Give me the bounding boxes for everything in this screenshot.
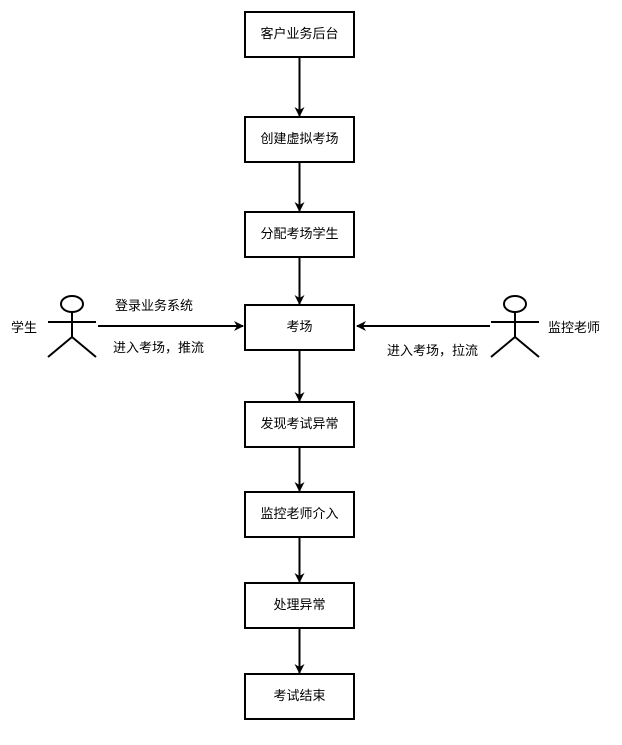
actor-student-leg-left — [47, 336, 73, 358]
node-box — [244, 304, 355, 351]
node-label: 客户业务后台 — [260, 26, 338, 42]
actor-teacher: 监控老师 — [490, 295, 600, 358]
node-n2: 创建虚拟考场 — [244, 116, 355, 163]
node-n1: 客户业务后台 — [244, 11, 355, 58]
node-box — [244, 211, 355, 258]
node-n6: 监控老师介入 — [244, 491, 355, 538]
node-label: 创建虚拟考场 — [260, 132, 338, 147]
actor-student-leg-right — [71, 336, 97, 358]
node-label: 监控老师介入 — [260, 507, 338, 522]
edge-student-label-below: 进入考场，推流 — [113, 341, 204, 356]
node-label: 发现考试异常 — [260, 416, 338, 432]
node-n5: 发现考试异常 — [244, 401, 355, 448]
actor-teacher-label: 监控老师 — [548, 321, 600, 336]
actor-teacher-head — [503, 295, 527, 313]
node-n8: 考试结束 — [244, 673, 355, 720]
node-n3: 分配考场学生 — [244, 211, 355, 258]
node-n7: 处理异常 — [244, 582, 355, 629]
node-label: 考试结束 — [273, 689, 325, 704]
actor-student-head — [60, 295, 84, 313]
node-box — [244, 491, 355, 538]
node-box — [244, 116, 355, 163]
edge-teacher-label-below: 进入考场，拉流 — [387, 344, 478, 359]
actor-teacher-leg-right — [514, 336, 540, 358]
node-box — [244, 582, 355, 629]
edge-student-label-above: 登录业务系统 — [115, 298, 193, 314]
node-n4: 考场 — [244, 304, 355, 351]
node-label: 考场 — [286, 320, 312, 335]
actor-student-label: 学生 — [11, 320, 37, 336]
node-label: 处理异常 — [273, 598, 325, 613]
node-box — [244, 401, 355, 448]
node-label: 分配考场学生 — [260, 226, 338, 242]
actor-student: 学生 — [11, 295, 97, 358]
node-box — [244, 673, 355, 720]
node-box — [244, 11, 355, 58]
actor-teacher-leg-left — [490, 336, 516, 358]
